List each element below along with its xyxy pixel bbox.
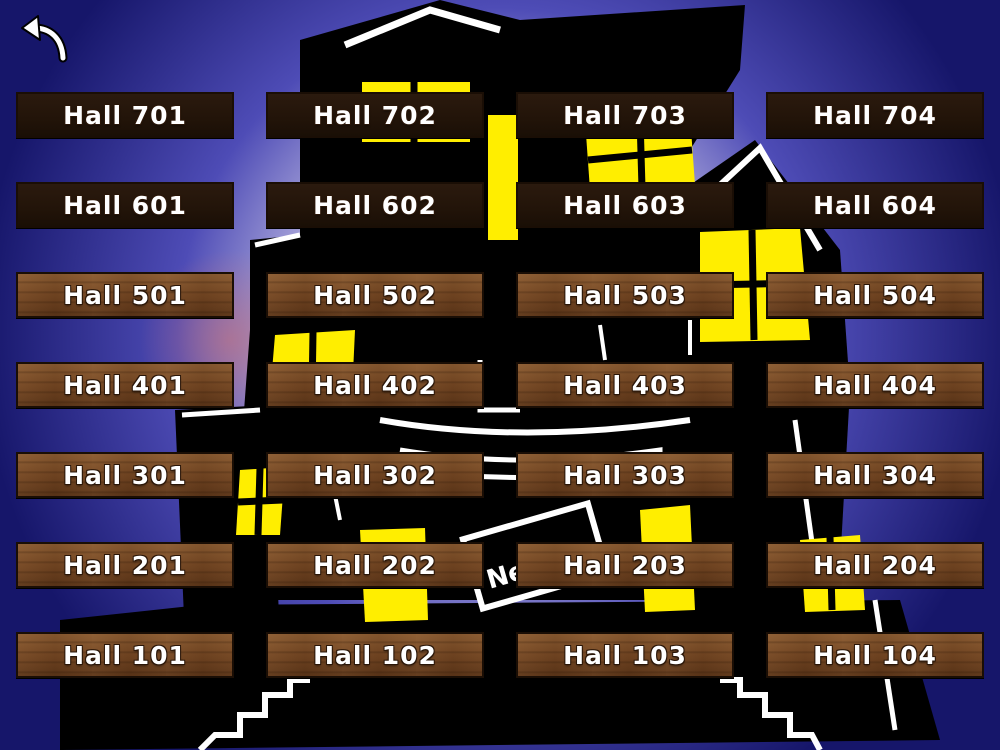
hall-button-hall-504[interactable]: Hall 504 [766,272,984,318]
hall-label: Hall 304 [813,460,937,490]
hall-button-hall-304[interactable]: Hall 304 [766,452,984,498]
hall-button-hall-202[interactable]: Hall 202 [266,542,484,588]
hall-label: Hall 602 [313,190,437,220]
hall-label: Hall 203 [563,550,687,580]
hall-button-hall-703[interactable]: Hall 703 [516,92,734,138]
hall-label: Hall 103 [563,640,687,670]
hall-label: Hall 101 [63,640,187,670]
hall-label: Hall 604 [813,190,937,220]
hall-button-hall-302[interactable]: Hall 302 [266,452,484,498]
hall-button-hall-501[interactable]: Hall 501 [16,272,234,318]
hall-label: Hall 202 [313,550,437,580]
hall-button-hall-404[interactable]: Hall 404 [766,362,984,408]
hall-label: Hall 601 [63,190,187,220]
hall-button-hall-301[interactable]: Hall 301 [16,452,234,498]
hall-label: Hall 701 [63,100,187,130]
hall-button-hall-503[interactable]: Hall 503 [516,272,734,318]
hall-label: Hall 301 [63,460,187,490]
hall-button-hall-502[interactable]: Hall 502 [266,272,484,318]
hall-label: Hall 104 [813,640,937,670]
hall-button-hall-204[interactable]: Hall 204 [766,542,984,588]
hall-button-hall-601[interactable]: Hall 601 [16,182,234,228]
hall-button-hall-102[interactable]: Hall 102 [266,632,484,678]
hall-label: Hall 303 [563,460,687,490]
hall-label: Hall 501 [63,280,187,310]
hall-label: Hall 404 [813,370,937,400]
hall-label: Hall 502 [313,280,437,310]
hall-button-hall-201[interactable]: Hall 201 [16,542,234,588]
hall-label: Hall 704 [813,100,937,130]
hall-button-hall-402[interactable]: Hall 402 [266,362,484,408]
hall-label: Hall 201 [63,550,187,580]
hall-label: Hall 503 [563,280,687,310]
hall-button-hall-702[interactable]: Hall 702 [266,92,484,138]
hall-label: Hall 402 [313,370,437,400]
hall-label: Hall 504 [813,280,937,310]
hall-button-hall-403[interactable]: Hall 403 [516,362,734,408]
hall-button-hall-603[interactable]: Hall 603 [516,182,734,228]
hall-label: Hall 204 [813,550,937,580]
hall-button-hall-602[interactable]: Hall 602 [266,182,484,228]
hall-label: Hall 702 [313,100,437,130]
hall-label: Hall 102 [313,640,437,670]
hall-label: Hall 302 [313,460,437,490]
hall-button-hall-303[interactable]: Hall 303 [516,452,734,498]
hall-label: Hall 603 [563,190,687,220]
hall-label: Hall 703 [563,100,687,130]
hall-button-hall-103[interactable]: Hall 103 [516,632,734,678]
hall-button-hall-101[interactable]: Hall 101 [16,632,234,678]
hall-label: Hall 401 [63,370,187,400]
hall-button-hall-604[interactable]: Hall 604 [766,182,984,228]
hall-button-hall-401[interactable]: Hall 401 [16,362,234,408]
hall-label: Hall 403 [563,370,687,400]
hall-button-hall-701[interactable]: Hall 701 [16,92,234,138]
hall-button-hall-203[interactable]: Hall 203 [516,542,734,588]
back-arrow-icon[interactable] [14,12,70,68]
hall-button-hall-704[interactable]: Hall 704 [766,92,984,138]
hall-button-hall-104[interactable]: Hall 104 [766,632,984,678]
